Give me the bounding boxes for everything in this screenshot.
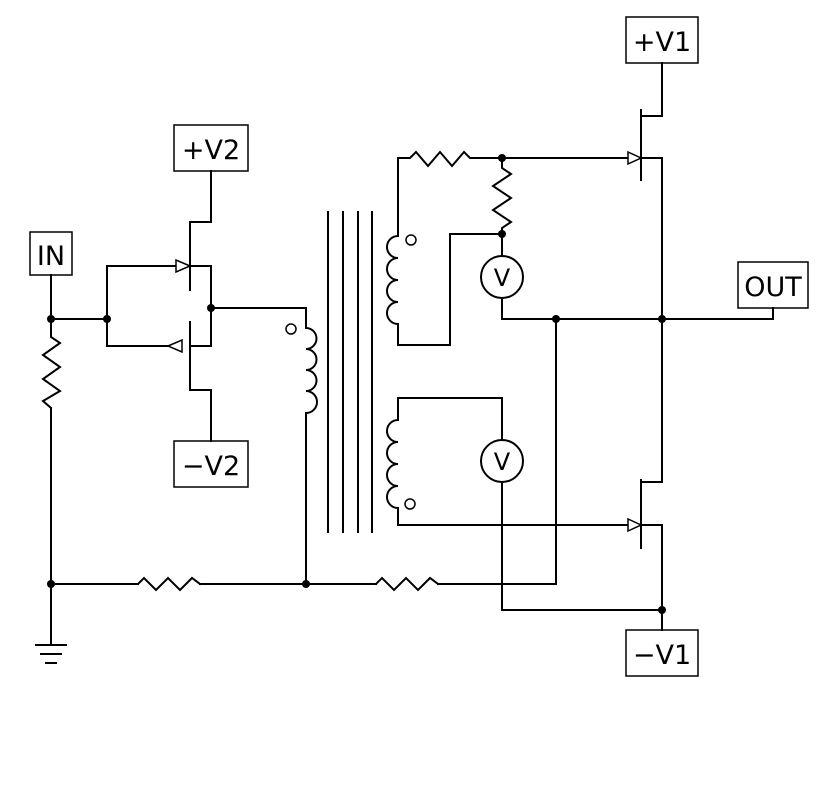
neg-v1-label: −V1	[633, 640, 691, 671]
lower-phase-dot	[404, 498, 416, 510]
input-terminal: IN	[29, 231, 73, 276]
neg-v1-supply: −V1	[625, 629, 699, 677]
neg-v2-supply: −V2	[173, 440, 249, 488]
ground-resistor	[136, 576, 202, 592]
pos-v1-supply: +V1	[625, 16, 699, 64]
upper-voltmeter-label: V	[494, 264, 511, 292]
transformer-core	[327, 211, 373, 533]
transformer-lower-secondary	[386, 397, 503, 526]
pos-v1-label: +V1	[633, 27, 691, 58]
pos-v2-supply: +V2	[173, 124, 249, 172]
input-wiring	[50, 265, 108, 646]
output-lower-transistor	[397, 479, 663, 631]
neg-v2-label: −V2	[182, 451, 240, 482]
upper-bias-resistor-horizontal	[397, 150, 503, 168]
upper-phase-dot	[405, 234, 417, 246]
upper-voltmeter: V	[480, 233, 524, 320]
pos-v2-label: +V2	[182, 135, 240, 166]
input-label: IN	[37, 241, 65, 272]
driver-npn-transistor	[106, 170, 212, 291]
output-label: OUT	[744, 272, 802, 303]
ground-icon	[35, 644, 67, 664]
feedback-resistor	[374, 576, 440, 592]
output-terminal: OUT	[737, 261, 809, 309]
input-resistor	[41, 318, 62, 410]
output-upper-transistor	[501, 62, 663, 181]
primary-phase-dot	[285, 323, 297, 335]
lower-voltmeter: V	[480, 397, 663, 611]
transformer-upper-secondary	[386, 157, 503, 346]
upper-bias-resistor-vertical	[491, 157, 513, 235]
transformer-primary	[285, 307, 318, 585]
driver-pnp-transistor	[106, 321, 212, 442]
junction-dots	[47, 154, 666, 614]
output-wiring	[501, 307, 774, 585]
lower-voltmeter-label: V	[494, 448, 511, 476]
